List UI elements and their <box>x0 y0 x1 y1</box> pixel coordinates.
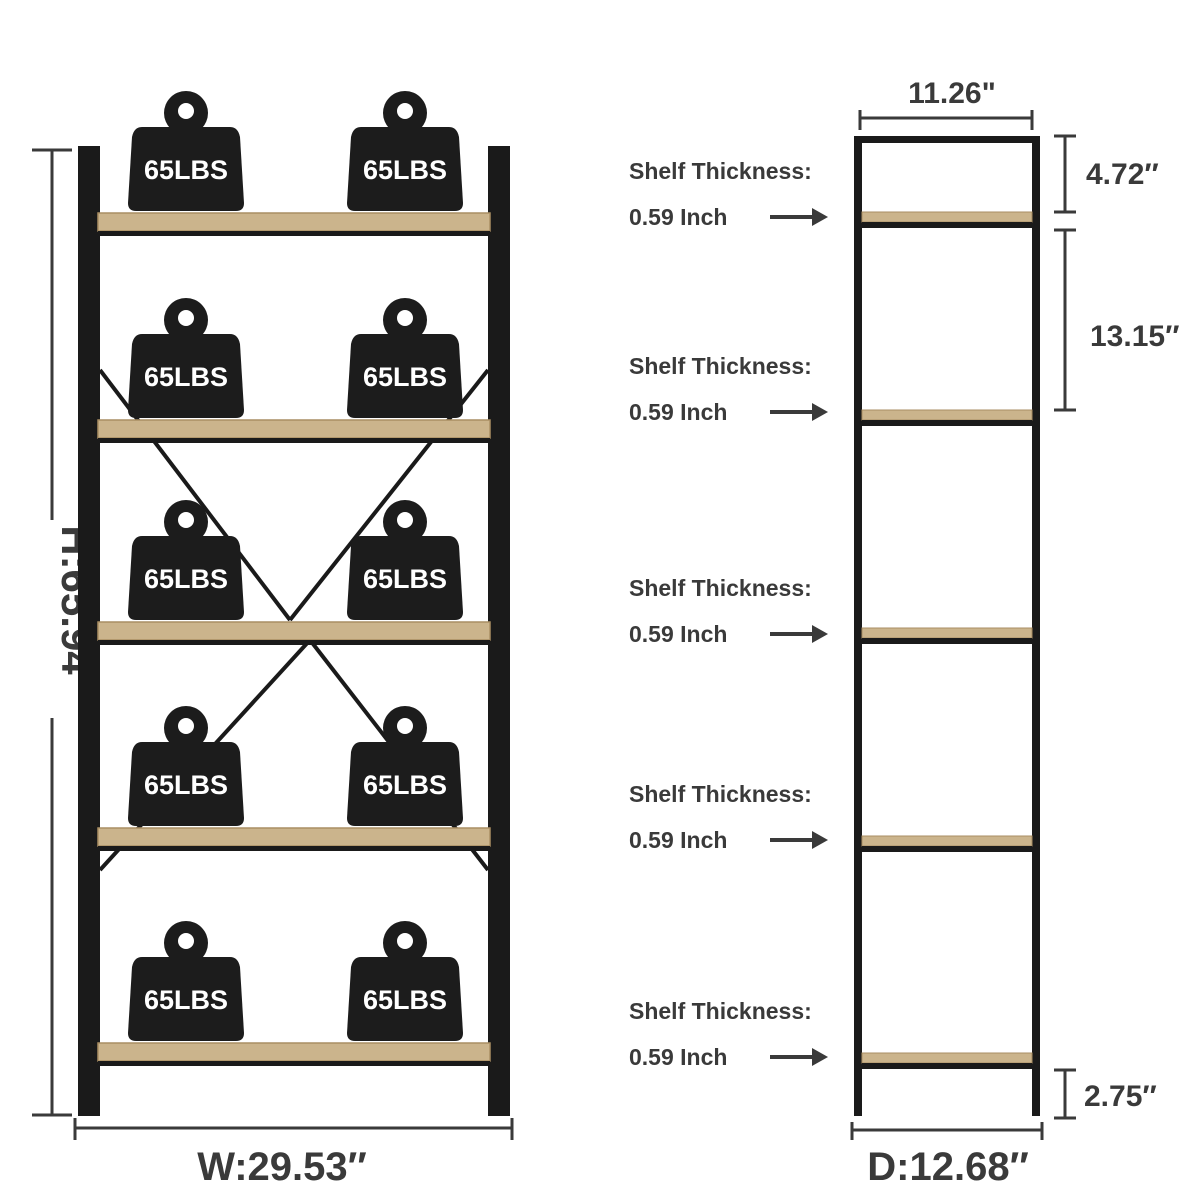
top-gap-label: 4.72″ <box>1086 158 1159 191</box>
shelf-thickness-title: Shelf Thickness: <box>629 781 812 807</box>
weight-capacity-label: 65LBS <box>363 985 447 1015</box>
weight-icon: 65LBS <box>128 298 244 418</box>
shelf-gap-label: 13.15″ <box>1090 320 1179 353</box>
shelf-thickness-value: 0.59 Inch <box>629 399 727 425</box>
shelf-thickness-value: 0.59 Inch <box>629 621 727 647</box>
weight-icon: 65LBS <box>128 91 244 211</box>
front-right-post <box>488 146 510 1116</box>
weight-capacity-label: 65LBS <box>144 985 228 1015</box>
shelf-thickness-note: Shelf Thickness: 0.59 Inch <box>629 575 828 647</box>
shelf-thickness-note: Shelf Thickness: 0.59 Inch <box>629 781 828 853</box>
width-dimension-line <box>73 1118 514 1140</box>
weight-icon: 65LBS <box>347 91 463 211</box>
weight-icon: 65LBS <box>347 921 463 1041</box>
shelf-thickness-value: 0.59 Inch <box>629 204 727 230</box>
shelf-thickness-note: Shelf Thickness: 0.59 Inch <box>629 998 828 1070</box>
bottom-gap-label: 2.75″ <box>1084 1080 1157 1113</box>
weight-icon: 65LBS <box>347 500 463 620</box>
weight-capacity-label: 65LBS <box>363 155 447 185</box>
weight-icon: 65LBS <box>128 706 244 826</box>
side-shelf <box>861 1052 1033 1069</box>
side-shelf <box>861 835 1033 852</box>
arrow-right-icon <box>770 403 828 421</box>
weight-icon: 65LBS <box>347 706 463 826</box>
front-shelves: 65LBS 65LBS 65LBS 65LBS 65LBS 65LBS 65LBS 65LBS… <box>97 91 491 1066</box>
shelf-gap-dimension-line <box>1054 228 1076 412</box>
weight-icon: 65LBS <box>128 921 244 1041</box>
shelf-thickness-title: Shelf Thickness: <box>629 575 812 601</box>
side-shelves <box>861 211 1033 1069</box>
weight-capacity-label: 65LBS <box>144 155 228 185</box>
shelf-thickness-note: Shelf Thickness: 0.59 Inch <box>629 353 828 425</box>
shelf-board <box>97 827 491 851</box>
weight-icon: 65LBS <box>128 500 244 620</box>
shelf-board <box>97 1042 491 1066</box>
weight-capacity-label: 65LBS <box>144 362 228 392</box>
shelf-thickness-value: 0.59 Inch <box>629 827 727 853</box>
bottom-gap-dimension-line <box>1054 1068 1076 1120</box>
side-shelf <box>861 409 1033 426</box>
top-width-dimension-line <box>858 110 1034 130</box>
side-shelf <box>861 211 1033 228</box>
shelf-board <box>97 621 491 645</box>
shelf-thickness-value: 0.59 Inch <box>629 1044 727 1070</box>
shelf-thickness-title: Shelf Thickness: <box>629 998 812 1024</box>
shelf-thickness-title: Shelf Thickness: <box>629 158 812 184</box>
shelf-thickness-title: Shelf Thickness: <box>629 353 812 379</box>
side-shelf <box>861 627 1033 644</box>
depth-label: D:12.68″ <box>867 1145 1028 1189</box>
arrow-right-icon <box>770 208 828 226</box>
top-gap-dimension-line <box>1054 134 1076 214</box>
shelf-board <box>97 212 491 236</box>
shelf-board <box>97 419 491 443</box>
arrow-right-icon <box>770 831 828 849</box>
side-frame <box>854 136 1040 1116</box>
height-dimension-line <box>32 148 72 1117</box>
arrow-right-icon <box>770 1048 828 1066</box>
weight-capacity-label: 65LBS <box>363 564 447 594</box>
weight-capacity-label: 65LBS <box>363 362 447 392</box>
front-left-post <box>78 146 100 1116</box>
weight-icon: 65LBS <box>347 298 463 418</box>
depth-dimension-line <box>850 1122 1044 1140</box>
weight-capacity-label: 65LBS <box>144 564 228 594</box>
side-view: 11.26" 4.72″ 13.15″ 2.75″ <box>629 77 1179 1189</box>
top-width-label: 11.26" <box>908 77 996 110</box>
shelf-thickness-note: Shelf Thickness: 0.59 Inch <box>629 158 828 230</box>
arrow-right-icon <box>770 625 828 643</box>
width-label: W:29.53″ <box>197 1145 367 1189</box>
weight-capacity-label: 65LBS <box>144 770 228 800</box>
weight-capacity-label: 65LBS <box>363 770 447 800</box>
